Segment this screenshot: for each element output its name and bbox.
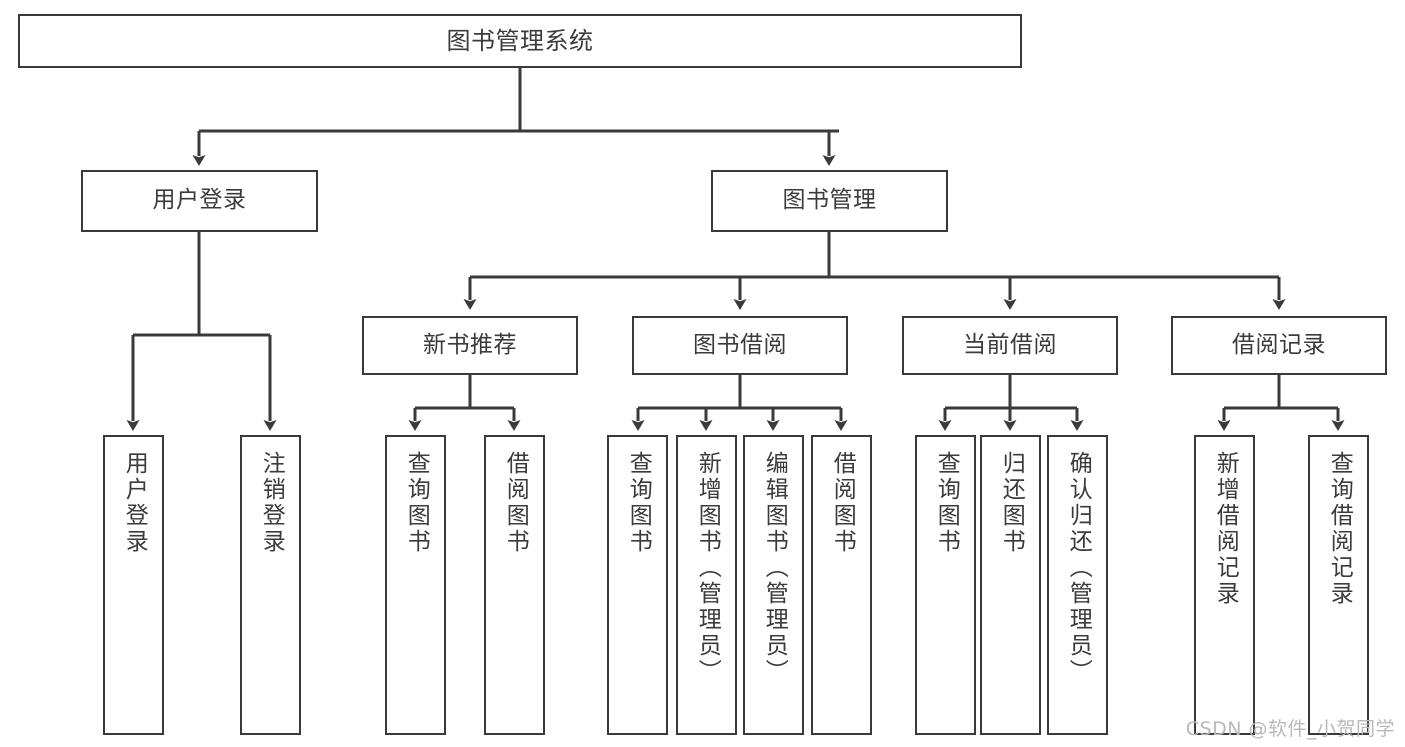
node-book-borrow[interactable]: 图书借阅 xyxy=(632,316,848,375)
leaf-current-borrow-confirm-return-admin[interactable]: 确认归还（管理员） xyxy=(1047,435,1108,735)
node-label: 图书借阅 xyxy=(693,331,787,358)
leaf-user-login-logout[interactable]: 注销登录 xyxy=(240,435,301,735)
node-current-borrow[interactable]: 当前借阅 xyxy=(902,316,1118,375)
node-label: 查询图书 xyxy=(403,451,430,555)
csdn-watermark: CSDN @软件_小贺同学 xyxy=(1185,718,1395,740)
node-new-book-recommend[interactable]: 新书推荐 xyxy=(362,316,578,375)
node-label: 注销登录 xyxy=(258,451,285,555)
leaf-new-book-borrow-book[interactable]: 借阅图书 xyxy=(484,435,545,735)
node-label: 新增图书（管理员） xyxy=(694,451,721,685)
node-label: 确认归还（管理员） xyxy=(1065,451,1092,685)
leaf-book-borrow-query-book[interactable]: 查询图书 xyxy=(607,435,668,735)
node-label: 借阅图书 xyxy=(829,451,856,555)
node-borrow-record[interactable]: 借阅记录 xyxy=(1171,316,1387,375)
node-book-management[interactable]: 图书管理 xyxy=(711,170,948,232)
node-label: 用户登录 xyxy=(121,451,148,555)
leaf-user-login-login[interactable]: 用户登录 xyxy=(103,435,164,735)
node-label: 归还图书 xyxy=(998,451,1025,555)
leaf-book-borrow-borrow-book[interactable]: 借阅图书 xyxy=(811,435,872,735)
node-label: 查询借阅记录 xyxy=(1326,451,1353,607)
node-label: 新书推荐 xyxy=(423,331,517,358)
leaf-borrow-record-add-record[interactable]: 新增借阅记录 xyxy=(1194,435,1255,735)
node-user-login[interactable]: 用户登录 xyxy=(81,170,318,232)
leaf-borrow-record-query-record[interactable]: 查询借阅记录 xyxy=(1308,435,1369,735)
leaf-book-borrow-edit-book-admin[interactable]: 编辑图书（管理员） xyxy=(743,435,804,735)
node-label: 用户登录 xyxy=(152,187,247,214)
node-label: 图书管理 xyxy=(782,187,877,214)
node-root-library-management-system[interactable]: 图书管理系统 xyxy=(18,14,1022,68)
node-label: 借阅图书 xyxy=(502,451,529,555)
node-label: 编辑图书（管理员） xyxy=(761,451,788,685)
node-label: 新增借阅记录 xyxy=(1212,451,1239,607)
leaf-book-borrow-add-book-admin[interactable]: 新增图书（管理员） xyxy=(676,435,737,735)
leaf-new-book-query-book[interactable]: 查询图书 xyxy=(385,435,446,735)
node-label: 当前借阅 xyxy=(963,331,1057,358)
node-label: 查询图书 xyxy=(625,451,652,555)
node-label: 借阅记录 xyxy=(1232,331,1326,358)
leaf-current-borrow-return-book[interactable]: 归还图书 xyxy=(980,435,1041,735)
node-label: 查询图书 xyxy=(933,451,960,555)
node-label: 图书管理系统 xyxy=(446,26,594,55)
leaf-current-borrow-query-book[interactable]: 查询图书 xyxy=(915,435,976,735)
